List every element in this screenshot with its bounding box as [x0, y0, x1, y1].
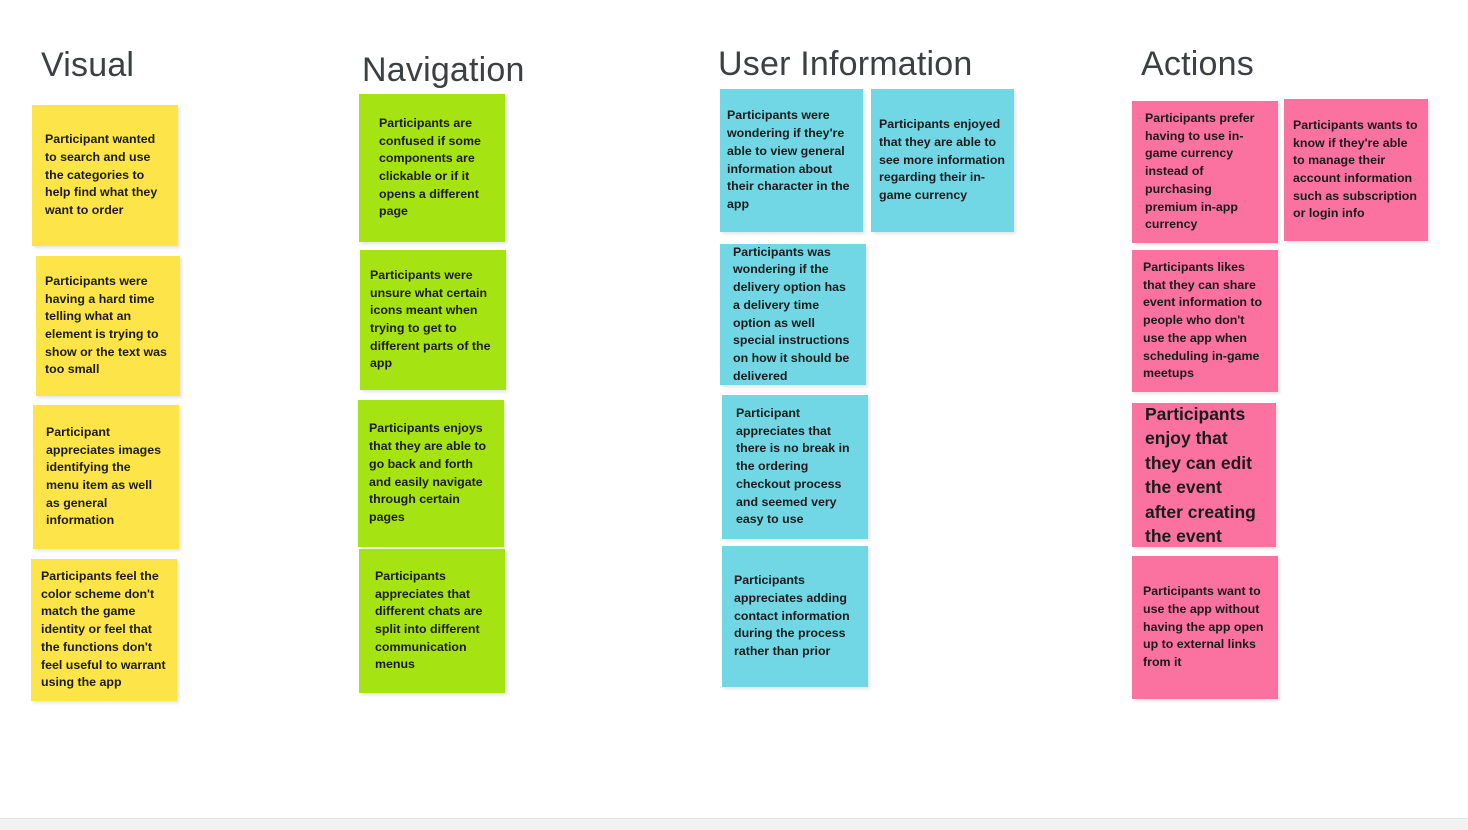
sticky-note-text: Participants enjoys that they are able t… [369, 421, 490, 524]
sticky-note-text: Participants enjoyed that they are able … [879, 117, 1009, 203]
sticky-note-text: Participant appreciates images identifyi… [46, 424, 165, 528]
sticky-note-text: Participants were having a hard time tel… [45, 273, 171, 377]
sticky-note-text: Participant wanted to search and use the… [45, 132, 161, 218]
sticky-note-text: Participants were wondering if they're a… [727, 108, 854, 211]
sticky-note[interactable]: Participants were having a hard time tel… [36, 256, 180, 396]
sticky-note[interactable]: Participants prefer having to use in-gam… [1132, 101, 1278, 243]
sticky-note[interactable]: Participant appreciates that there is no… [722, 395, 868, 539]
column-title-user-information: User Information [718, 45, 973, 83]
column-title-actions: Actions [1141, 45, 1254, 83]
footer-divider [0, 818, 1468, 819]
sticky-note[interactable]: Participants wants to know if they're ab… [1284, 99, 1428, 241]
sticky-note-text: Participants appreciates that different … [375, 568, 486, 672]
sticky-note[interactable]: Participants feel the color scheme don't… [31, 559, 177, 701]
sticky-note[interactable]: Participants were unsure what certain ic… [360, 250, 506, 390]
sticky-note[interactable]: Participants are confused if some compon… [359, 94, 505, 242]
sticky-note[interactable]: Participants want to use the app without… [1132, 556, 1278, 699]
sticky-note-text: Participants was wondering if the delive… [733, 244, 853, 383]
sticky-note-text: Participants were unsure what certain ic… [370, 267, 494, 371]
sticky-note-text: Participants likes that they can share e… [1143, 259, 1266, 381]
sticky-note-text: Participants appreciates adding contact … [734, 573, 854, 659]
sticky-note-text: Participants want to use the app without… [1143, 584, 1267, 670]
sticky-note[interactable]: Participants appreciates that different … [359, 549, 505, 693]
sticky-note[interactable]: Participants enjoyed that they are able … [871, 89, 1014, 232]
sticky-note[interactable]: Participant appreciates images identifyi… [33, 405, 179, 549]
sticky-note[interactable]: Participant wanted to search and use the… [32, 105, 178, 246]
footer-band [0, 819, 1468, 830]
sticky-note-text: Participants feel the color scheme don't… [41, 568, 170, 690]
sticky-note-text: Participant appreciates that there is no… [736, 405, 854, 527]
column-title-visual: Visual [41, 46, 135, 84]
sticky-note[interactable]: Participants enjoy that they can edit th… [1132, 403, 1276, 547]
sticky-note-text: Participants prefer having to use in-gam… [1145, 110, 1258, 232]
sticky-note-text: Participants are confused if some compon… [379, 115, 485, 219]
column-title-navigation: Navigation [362, 51, 525, 89]
sticky-note[interactable]: Participants likes that they can share e… [1132, 250, 1278, 392]
sticky-note[interactable]: Participants was wondering if the delive… [720, 244, 866, 385]
sticky-note-text: Participants wants to know if they're ab… [1293, 117, 1422, 221]
sticky-note[interactable]: Participants appreciates adding contact … [722, 546, 868, 687]
sticky-note[interactable]: Participants enjoys that they are able t… [358, 400, 504, 547]
sticky-note-text: Participants enjoy that they can edit th… [1145, 403, 1261, 547]
sticky-note[interactable]: Participants were wondering if they're a… [720, 89, 863, 232]
